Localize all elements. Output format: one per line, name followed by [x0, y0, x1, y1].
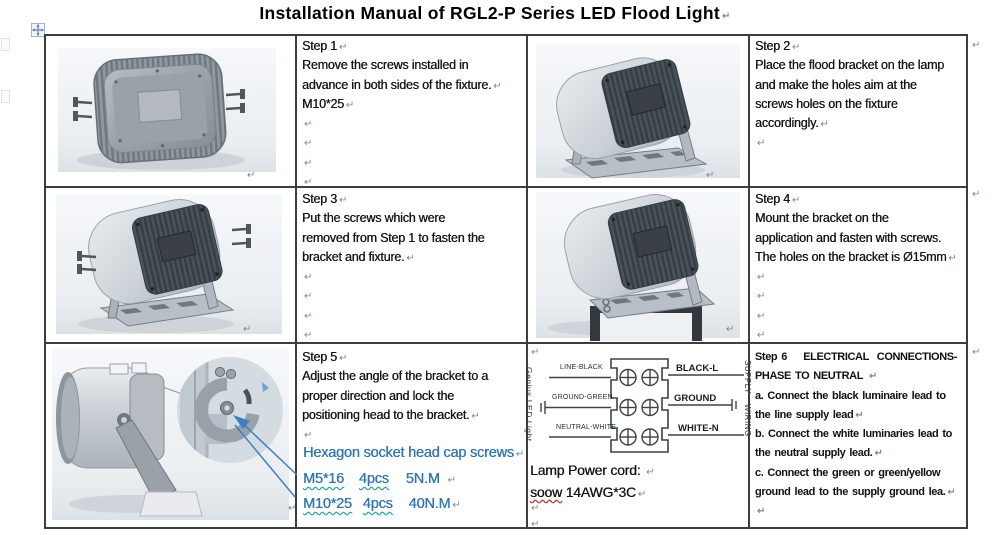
margin-mark-icon [1, 90, 10, 103]
step6-line: the neutral supply lead.↵ [755, 447, 883, 460]
step6-cell: Step 6 ELECTRICAL CONNECTIONS- PHASE TO … [755, 348, 965, 522]
label-black-l: BLACK-L [676, 363, 719, 374]
page-title: Installation Manual of RGL2-P Series LED… [259, 3, 731, 23]
step5-heading: Step 5 [302, 350, 337, 364]
supply-vertical-label: SUPPLY [743, 360, 752, 394]
step3-line: removed from Step 1 to fasten the [302, 230, 485, 245]
step1-fixture-back-image [46, 36, 295, 186]
cell-end-mark: ↵ [288, 503, 297, 514]
step6-line: a. Connect the black luminaire lead to [755, 389, 946, 402]
step6-heading: Step 6 ELECTRICAL CONNECTIONS- [755, 351, 957, 363]
step2-cell: Step 2↵ Place the flood bracket on the l… [755, 37, 963, 153]
step5-cell: Step 5↵ Adjust the angle of the bracket … [302, 348, 524, 444]
step6-heading2: PHASE TO NEUTRAL ↵ [755, 370, 877, 383]
brand-vertical-label: Genius LED Light [524, 367, 534, 442]
step3-cell: Step 3↵ Put the screws which were remove… [302, 190, 524, 344]
cell-end-mark: ↵ [726, 324, 735, 335]
lamp-power-cord-spec: soow 14AWG*3C↵ [530, 484, 647, 500]
step6-line: ground lead to the supply ground lea.↵ [755, 486, 956, 499]
wiring-vertical-label: WIRING [743, 404, 752, 437]
step2-line: accordingly.↵ [755, 116, 829, 131]
step5-line: positioning head to the bracket.↵ [302, 407, 480, 422]
table-move-handle-icon[interactable] [31, 23, 45, 37]
step3-line: bracket and fixture.↵ [302, 249, 415, 264]
cell-end-mark: ↵ [706, 170, 715, 181]
connector-block-drawing [540, 358, 744, 453]
lamp-power-cord-title: Lamp Power cord: ↵ [530, 462, 655, 478]
label-line-black: LINE-BLACK [560, 364, 603, 371]
step2-fixture-bracket-image [528, 36, 748, 186]
step2-heading: Step 2 [755, 39, 790, 53]
hexagon-screws-note: Hexagon socket head cap screws↵ [303, 445, 525, 461]
step5-angle-adjust-image [46, 344, 295, 527]
step6-line: b. Connect the white luminaries lead to [755, 428, 952, 441]
pilcrow-mark: ↵ [721, 11, 731, 22]
label-ground-green: GROUND-GREEN [552, 394, 613, 401]
move-cross-icon [32, 24, 44, 36]
label-neutral-white: NEUTRAL-WHITE [556, 424, 617, 431]
step5-line: Adjust the angle of the bracket to a [302, 369, 488, 384]
step4-fixture-post-image [528, 188, 748, 341]
step1-line: Remove the screws installed in [302, 58, 469, 73]
step2-line: Place the flood bracket on the lamp [755, 58, 944, 73]
margin-mark-icon [1, 38, 10, 51]
step3-heading: Step 3 [302, 192, 337, 206]
row-end-mark: ↵ [972, 189, 981, 200]
step2-line: screws holes on the fixture [755, 96, 898, 111]
cell-end-mark: ↵ [243, 324, 252, 335]
label-white-n: WHITE-N [678, 423, 719, 434]
callout-leader-lines [234, 418, 298, 498]
step3-line: Put the screws which were [302, 211, 445, 226]
step5-line: proper direction and lock the [302, 388, 454, 403]
step1-cell: Step 1↵ Remove the screws installed in a… [302, 37, 524, 191]
step1-heading: Step 1 [302, 39, 337, 53]
step4-line: The holes on the bracket is Ø15mm↵ [755, 249, 957, 264]
step6-line: the line supply lead↵ [755, 408, 864, 421]
step4-line: application and fasten with screws. [755, 230, 942, 245]
step4-line: Mount the bracket on the [755, 211, 889, 226]
step2-line: and make the holes aim at the [755, 77, 917, 92]
step6-line: c. Connect the green or green/yellow [755, 466, 941, 479]
cell-end-mark: ↵ [247, 170, 256, 181]
step4-cell: Step 4↵ Mount the bracket on the applica… [755, 190, 963, 344]
row-end-mark: ↵ [972, 40, 981, 51]
step1-line: advance in both sides of the fixture.↵ [302, 77, 502, 92]
step3-fixture-screws-image [46, 188, 295, 341]
step4-heading: Step 4 [755, 192, 790, 206]
step1-line: M10*25↵ [302, 96, 355, 111]
label-ground: GROUND [674, 393, 717, 404]
row-end-mark: ↵ [972, 347, 981, 358]
